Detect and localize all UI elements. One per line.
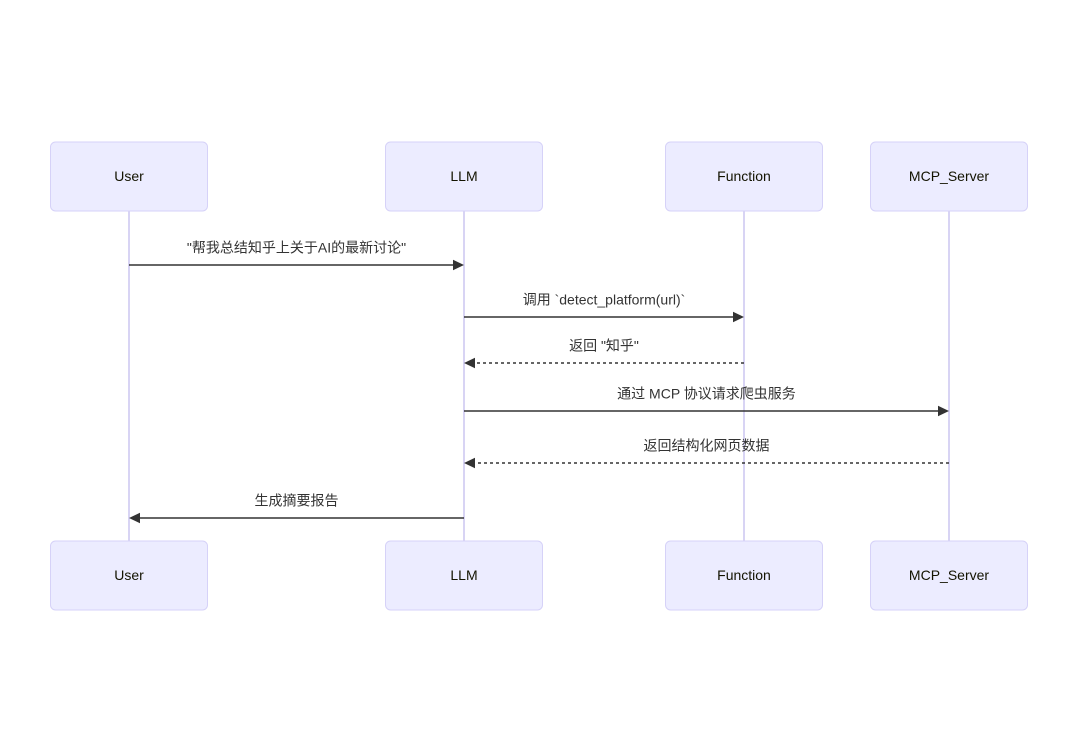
actor-box-top-function[interactable]: Function (665, 141, 823, 212)
actor-box-rect (385, 141, 543, 212)
message-label-2: 调用 `detect_platform(url)` (523, 292, 686, 308)
actor-box-rect (385, 540, 543, 611)
actor-box-rect (665, 141, 823, 212)
message-3: 返回 "知乎" (464, 338, 744, 369)
message-1: "帮我总结知乎上关于AI的最新讨论" (129, 240, 464, 271)
top-actor-boxes-group: User LLM Function MCP_Server (50, 141, 1028, 212)
actor-label-mcp_server: MCP_Server (909, 567, 989, 583)
actor-label-llm: LLM (450, 168, 477, 184)
actor-box-rect (50, 141, 208, 212)
actor-box-top-user[interactable]: User (50, 141, 208, 212)
message-arrowhead-1 (453, 259, 464, 271)
message-arrowhead-5 (464, 457, 475, 469)
actor-box-bottom-mcp_server[interactable]: MCP_Server (870, 540, 1028, 611)
lifelines-group (128, 211, 950, 541)
message-arrowhead-4 (938, 405, 949, 417)
message-arrowhead-3 (464, 357, 475, 369)
bottom-actor-boxes-group: User LLM Function MCP_Server (50, 540, 1028, 611)
actor-label-mcp_server: MCP_Server (909, 168, 989, 184)
actor-box-bottom-user[interactable]: User (50, 540, 208, 611)
message-6: 生成摘要报告 (129, 493, 464, 524)
actor-box-bottom-function[interactable]: Function (665, 540, 823, 611)
actor-label-user: User (114, 168, 144, 184)
message-label-6: 生成摘要报告 (255, 493, 339, 509)
actor-box-top-llm[interactable]: LLM (385, 141, 543, 212)
message-2: 调用 `detect_platform(url)` (464, 292, 744, 323)
message-label-1: "帮我总结知乎上关于AI的最新讨论" (187, 240, 406, 256)
actor-label-user: User (114, 567, 144, 583)
actor-box-bottom-llm[interactable]: LLM (385, 540, 543, 611)
actor-label-function: Function (717, 567, 771, 583)
message-arrowhead-2 (733, 311, 744, 323)
actor-label-llm: LLM (450, 567, 477, 583)
message-arrowhead-6 (129, 512, 140, 524)
actor-label-function: Function (717, 168, 771, 184)
message-label-4: 通过 MCP 协议请求爬虫服务 (617, 386, 796, 402)
messages-group: "帮我总结知乎上关于AI的最新讨论" 调用 `detect_platform(ur… (129, 240, 949, 524)
actor-box-rect (870, 540, 1028, 611)
actor-box-rect (665, 540, 823, 611)
message-4: 通过 MCP 协议请求爬虫服务 (464, 386, 949, 417)
actor-box-top-mcp_server[interactable]: MCP_Server (870, 141, 1028, 212)
message-label-3: 返回 "知乎" (569, 338, 639, 354)
actor-box-rect (870, 141, 1028, 212)
message-5: 返回结构化网页数据 (464, 438, 949, 469)
message-label-5: 返回结构化网页数据 (644, 438, 770, 454)
actor-box-rect (50, 540, 208, 611)
